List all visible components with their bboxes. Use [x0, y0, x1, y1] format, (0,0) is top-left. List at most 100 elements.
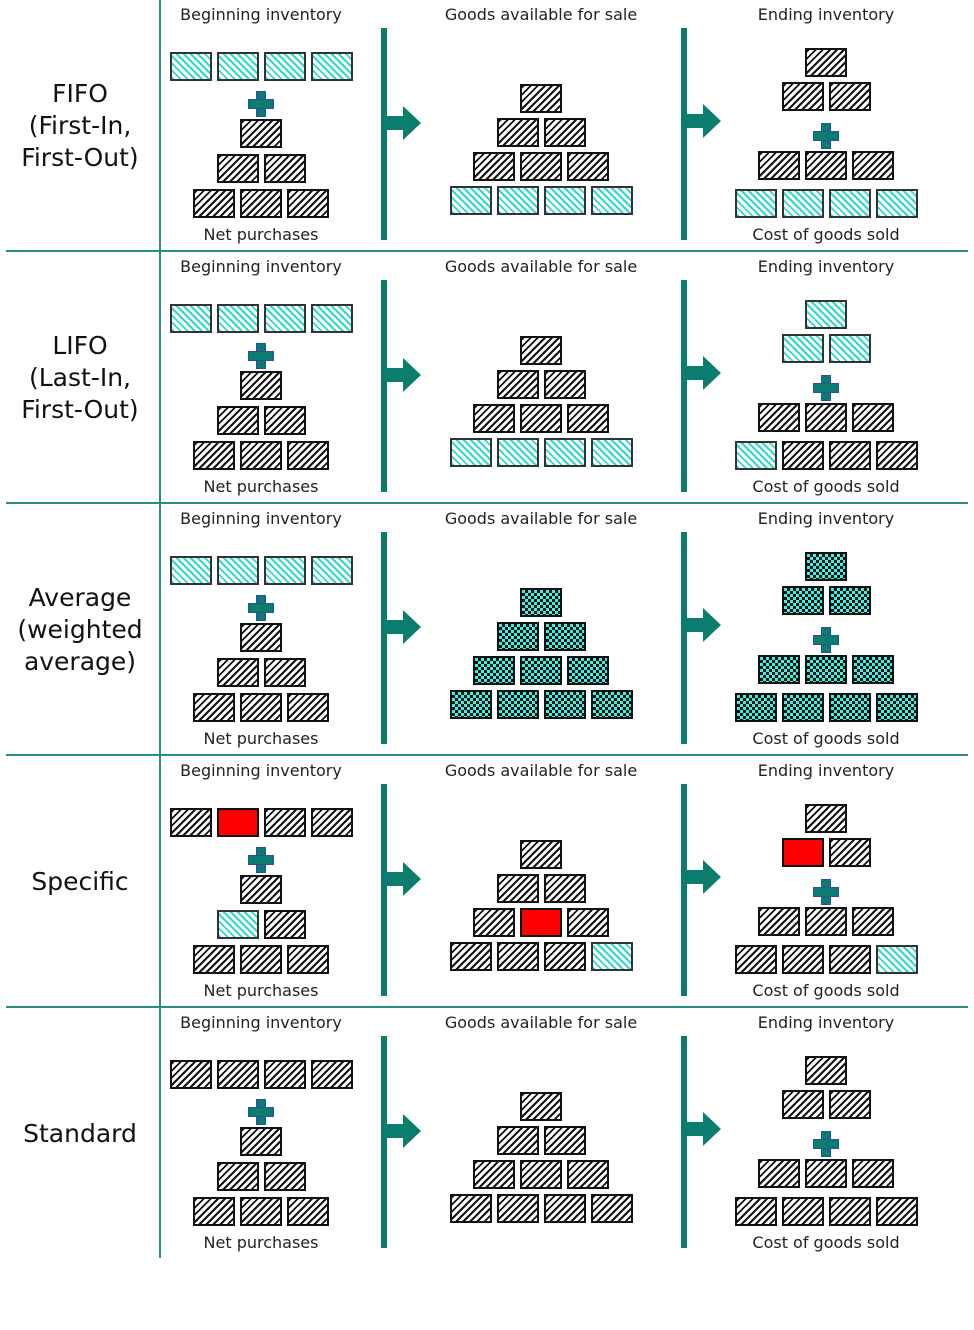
ending-inventory-black-brick — [781, 1090, 824, 1119]
goods-available-check-brick — [543, 690, 586, 719]
beginning-inventory-cyan-brick — [216, 556, 259, 585]
goods-available-black-brick — [520, 840, 562, 869]
net-purchases-cyan-brick — [216, 910, 259, 939]
cost-of-goods-sold-black-brick — [781, 1197, 824, 1226]
ending-inventory-title: Ending inventory — [757, 257, 895, 276]
arrow-right-icon — [685, 1122, 705, 1136]
goods-available-black-brick — [567, 908, 609, 937]
cost-of-goods-sold-black-brick — [781, 441, 824, 470]
cost-of-goods-sold-check-brick — [734, 693, 777, 722]
ending-inventory-check-brick — [781, 586, 824, 615]
goods-available-cyan-brick — [543, 186, 586, 215]
goods-available-black-brick — [496, 1194, 539, 1223]
ending-inventory-black-brick — [828, 838, 871, 867]
ending-inventory-black-brick — [828, 1090, 871, 1119]
row-separator — [6, 1006, 968, 1008]
method-label-line: (weighted — [17, 615, 143, 644]
goods-available-black-brick — [520, 1160, 562, 1189]
goods-available-black-brick — [496, 118, 539, 147]
beginning-inventory-title: Beginning inventory — [180, 509, 342, 528]
cost-of-goods-sold-check-brick — [875, 693, 918, 722]
arrow-right-icon — [385, 620, 405, 634]
goods-available-title: Goods available for sale — [444, 761, 638, 780]
cost-of-goods-sold-black-brick — [805, 151, 847, 180]
beginning-inventory-cyan-brick — [216, 304, 259, 333]
goods-available-black-brick — [543, 1194, 586, 1223]
goods-available-black-brick — [473, 1160, 515, 1189]
ending-inventory-title: Ending inventory — [757, 5, 895, 24]
ending-inventory-red-brick — [781, 838, 824, 867]
net-purchases-label: Net purchases — [203, 1233, 319, 1252]
cost-of-goods-sold-check-brick — [828, 693, 871, 722]
goods-available-black-brick — [520, 1092, 562, 1121]
cost-of-goods-sold-black-brick — [805, 1159, 847, 1188]
ending-inventory-black-brick — [828, 82, 871, 111]
beginning-inventory-title: Beginning inventory — [180, 5, 342, 24]
ending-inventory-black-brick — [781, 82, 824, 111]
goods-available-cyan-brick — [449, 186, 492, 215]
method-label-line: Specific — [31, 867, 129, 896]
plus-icon — [813, 375, 839, 401]
cost-of-goods-sold-black-brick — [734, 945, 777, 974]
cost-of-goods-sold-label: Cost of goods sold — [752, 1233, 900, 1252]
cost-of-goods-sold-black-brick — [758, 1159, 800, 1188]
net-purchases-black-brick — [263, 406, 306, 435]
method-label-standard: Standard — [0, 1008, 160, 1260]
goods-available-check-brick — [496, 622, 539, 651]
goods-available-check-brick — [449, 690, 492, 719]
goods-available-title: Goods available for sale — [444, 5, 638, 24]
cost-of-goods-sold-black-brick — [734, 1197, 777, 1226]
net-purchases-black-brick — [216, 154, 259, 183]
flow-divider — [381, 532, 387, 744]
goods-available-black-brick — [520, 336, 562, 365]
arrow-right-icon — [685, 114, 705, 128]
cost-of-goods-sold-cyan-brick — [875, 945, 918, 974]
cost-of-goods-sold-black-brick — [828, 945, 871, 974]
net-purchases-black-brick — [263, 658, 306, 687]
goods-available-cyan-brick — [496, 438, 539, 467]
net-purchases-black-brick — [240, 119, 282, 148]
beginning-inventory-black-brick — [216, 1060, 259, 1089]
cost-of-goods-sold-check-brick — [852, 655, 894, 684]
net-purchases-black-brick — [216, 1162, 259, 1191]
goods-available-black-brick — [473, 152, 515, 181]
cost-of-goods-sold-black-brick — [758, 403, 800, 432]
goods-available-check-brick — [567, 656, 609, 685]
net-purchases-black-brick — [287, 189, 329, 218]
net-purchases-black-brick — [193, 189, 235, 218]
net-purchases-label: Net purchases — [203, 981, 319, 1000]
method-label-line: Standard — [23, 1119, 137, 1148]
arrow-head-icon — [703, 356, 721, 390]
ending-inventory-check-brick — [828, 586, 871, 615]
cost-of-goods-sold-black-brick — [828, 1197, 871, 1226]
arrow-right-icon — [685, 870, 705, 884]
net-purchases-black-brick — [287, 693, 329, 722]
net-purchases-black-brick — [216, 658, 259, 687]
cost-of-goods-sold-black-brick — [852, 403, 894, 432]
arrow-head-icon — [403, 610, 421, 644]
arrow-head-icon — [403, 358, 421, 392]
arrow-right-icon — [685, 366, 705, 380]
flow-divider — [381, 1036, 387, 1248]
row-separator — [6, 250, 968, 252]
goods-available-black-brick — [543, 1126, 586, 1155]
ending-inventory-black-brick — [805, 48, 847, 77]
net-purchases-black-brick — [240, 189, 282, 218]
net-purchases-black-brick — [240, 441, 282, 470]
flow-divider — [381, 280, 387, 492]
cost-of-goods-sold-cyan-brick — [734, 189, 777, 218]
beginning-inventory-cyan-brick — [310, 556, 353, 585]
cost-of-goods-sold-black-brick — [805, 403, 847, 432]
arrow-right-icon — [385, 1124, 405, 1138]
beginning-inventory-cyan-brick — [169, 304, 212, 333]
flow-divider — [681, 280, 687, 492]
row-separator — [6, 754, 968, 756]
goods-available-black-brick — [449, 1194, 492, 1223]
beginning-inventory-black-brick — [263, 1060, 306, 1089]
cost-of-goods-sold-check-brick — [758, 655, 800, 684]
beginning-inventory-cyan-brick — [263, 304, 306, 333]
net-purchases-black-brick — [287, 1197, 329, 1226]
method-label-line: LIFO — [52, 331, 108, 360]
